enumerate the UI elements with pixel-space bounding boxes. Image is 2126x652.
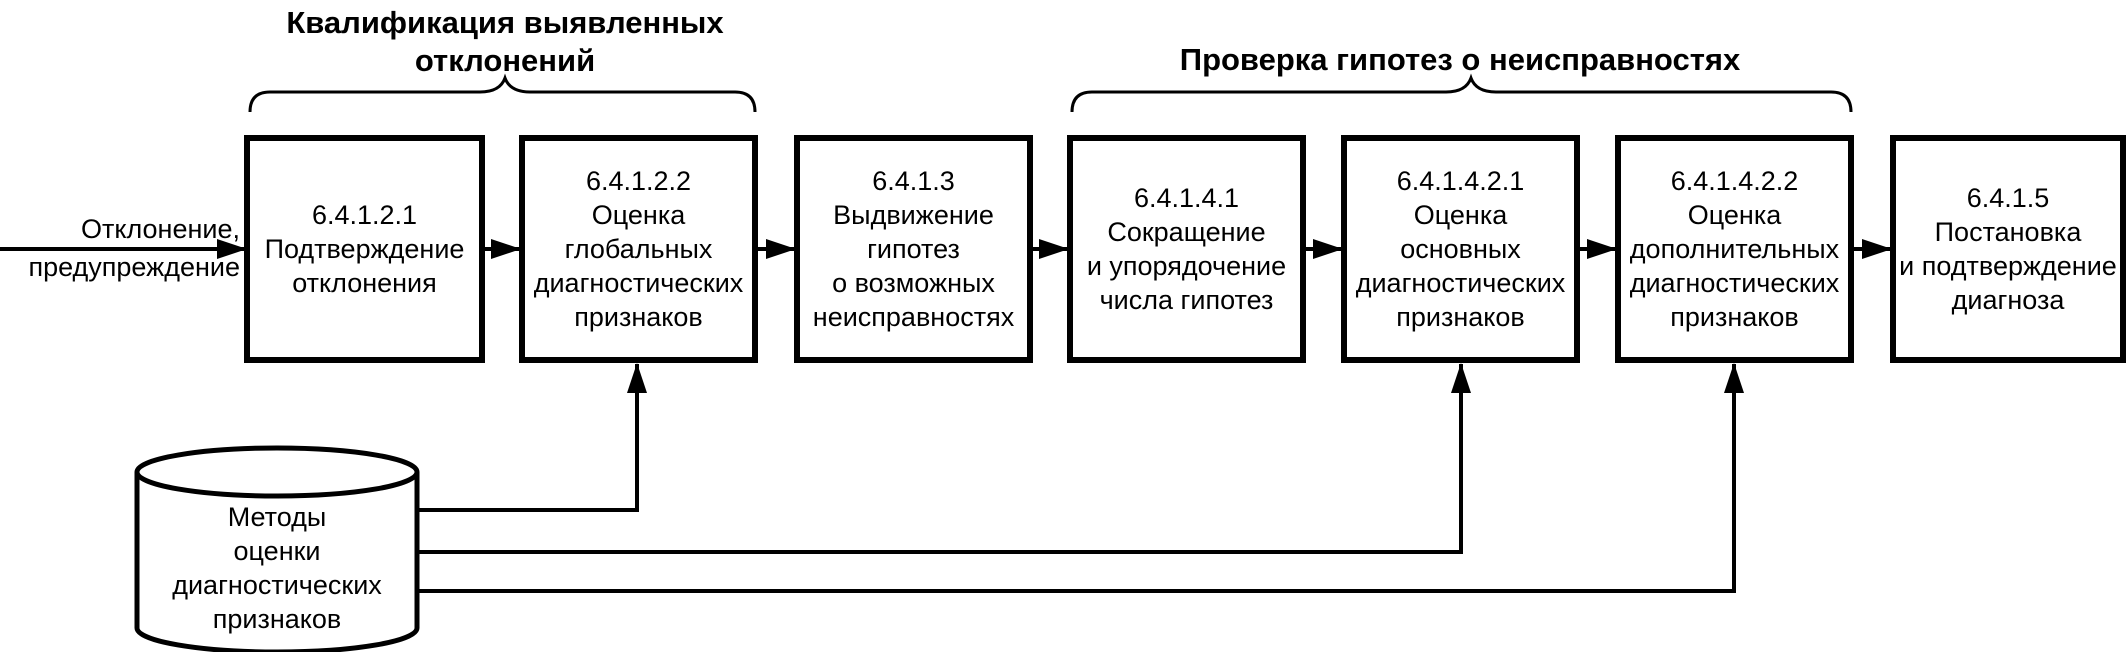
- step-7: 6.4.1.5 Постановка и подтверждение диагн…: [1893, 138, 2123, 360]
- db-link-step-5: [417, 363, 1471, 554]
- header-hypothesis-check-line-1: Проверка гипотез о неисправностях: [1179, 42, 1741, 77]
- step-4: 6.4.1.4.1 Сокращение и упорядочение числ…: [1070, 138, 1303, 360]
- database-line-3: диагностических: [172, 570, 382, 600]
- step-3-line-4: неисправностях: [812, 302, 1015, 332]
- step-box-1: [244, 135, 485, 363]
- brace-right: [1070, 73, 1853, 113]
- step-5-code: 6.4.1.4.2.1: [1396, 166, 1525, 196]
- step-7-line-3: диагноза: [1951, 285, 2065, 315]
- database-cylinder-top: [134, 445, 420, 499]
- step-6-line-4: признаков: [1670, 302, 1799, 332]
- database-line-4: признаков: [212, 604, 342, 634]
- step-2-line-2: глобальных: [564, 234, 713, 264]
- step-4-line-2: и упорядочение: [1086, 251, 1287, 281]
- step-3-line-3: о возможных: [832, 268, 995, 298]
- db-link-step-2: [417, 363, 647, 512]
- step-3-code: 6.4.1.3: [872, 166, 955, 196]
- step-2-line-1: Оценка: [591, 200, 686, 230]
- step-4-line-3: числа гипотез: [1099, 285, 1274, 315]
- step-6-line-2: дополнительных: [1629, 234, 1840, 264]
- step-6: 6.4.1.4.2.2 Оценка дополнительных диагно…: [1618, 138, 1851, 360]
- step-5: 6.4.1.4.2.1 Оценка основных диагностичес…: [1344, 138, 1577, 360]
- step-1-code: 6.4.1.2.1: [311, 200, 418, 230]
- header-qualification: Квалификация выявленных отклонений: [245, 4, 765, 80]
- step-2-line-4: признаков: [574, 302, 703, 332]
- step-2: 6.4.1.2.2 Оценка глобальных диагностичес…: [522, 138, 755, 360]
- step-5-line-4: признаков: [1396, 302, 1525, 332]
- step-5-line-3: диагностических: [1355, 268, 1566, 298]
- step-box-4: [1067, 135, 1306, 363]
- db-link-step-6: [417, 363, 1744, 593]
- database-line-2: оценки: [233, 536, 321, 566]
- step-1-line-2: отклонения: [292, 268, 437, 298]
- step-2-line-3: диагностических: [533, 268, 744, 298]
- database-label: Методы оценки диагностических признаков: [137, 498, 417, 638]
- step-box-2: [519, 135, 758, 363]
- input-label-line-1: Отклонение,: [81, 214, 240, 244]
- step-2-code: 6.4.1.2.2: [585, 166, 692, 196]
- step-box-6: [1615, 135, 1854, 363]
- input-label: Отклонение, предупреждение: [4, 212, 240, 284]
- input-label-line-2: предупреждение: [28, 252, 240, 282]
- step-box-5: [1341, 135, 1580, 363]
- step-box-3: [794, 135, 1033, 363]
- step-3-line-1: Выдвижение: [833, 200, 994, 230]
- step-7-line-2: и подтверждение: [1899, 251, 2117, 281]
- step-1-line-1: Подтверждение: [264, 234, 465, 264]
- step-4-line-1: Сокращение: [1107, 217, 1266, 247]
- step-6-line-1: Оценка: [1687, 200, 1782, 230]
- database-line-1: Методы: [227, 502, 327, 532]
- step-7-line-1: Постановка: [1934, 217, 2082, 247]
- step-1: 6.4.1.2.1 Подтверждение отклонения: [247, 138, 482, 360]
- step-box-7: [1890, 135, 2126, 363]
- step-4-code: 6.4.1.4.1: [1133, 183, 1240, 213]
- step-7-code: 6.4.1.5: [1966, 183, 2050, 213]
- step-3: 6.4.1.3 Выдвижение гипотез о возможных н…: [797, 138, 1030, 360]
- step-3-line-2: гипотез: [867, 234, 960, 264]
- step-6-code: 6.4.1.4.2.2: [1670, 166, 1799, 196]
- step-5-line-2: основных: [1400, 234, 1521, 264]
- step-6-line-3: диагностических: [1629, 268, 1840, 298]
- brace-left: [248, 73, 757, 113]
- step-5-line-1: Оценка: [1413, 200, 1508, 230]
- header-hypothesis-check: Проверка гипотез о неисправностях: [1060, 41, 1860, 79]
- header-qualification-line-1: Квалификация выявленных: [286, 5, 724, 40]
- header-qualification-line-2: отклонений: [414, 43, 596, 78]
